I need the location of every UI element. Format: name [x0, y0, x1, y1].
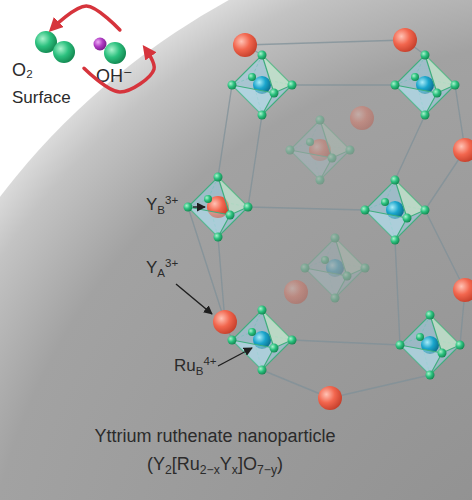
ion-label: YA3+	[146, 258, 178, 278]
superscript: 3+	[165, 257, 178, 269]
subscript: x	[232, 463, 238, 477]
ion-label: RuB4+	[174, 356, 217, 376]
chemical-formula: (Y2[Ru2−xYx]O7−y)	[0, 454, 430, 476]
text-run: [Ru	[172, 454, 200, 474]
text-run: O₂	[12, 60, 33, 80]
subscript: 2	[165, 463, 172, 477]
subscript: B	[196, 365, 204, 377]
text-run: Surface	[12, 88, 71, 107]
oxygen-atom	[104, 42, 126, 64]
text-run: Yttrium ruthenate nanoparticle	[94, 426, 335, 446]
o2-molecule: O₂	[6, 28, 84, 84]
oxygen-atom	[53, 41, 75, 63]
faded-y-atom	[284, 280, 308, 304]
y-atom	[213, 310, 237, 334]
subscript: B	[157, 204, 165, 216]
molecule-label: OH⁻	[96, 66, 133, 88]
hydrogen-atom	[94, 38, 107, 51]
superscript: 3+	[165, 194, 178, 206]
subscript: 2−x	[200, 463, 220, 477]
subscript: A	[157, 267, 165, 279]
text-run: (Y	[147, 454, 165, 474]
text-run: )	[277, 454, 283, 474]
text-run: Ru	[174, 356, 196, 375]
superscript: 4+	[203, 355, 216, 367]
y-atom	[233, 33, 257, 57]
faded-y-atom	[350, 106, 374, 130]
hydroxide-ion: OH⁻	[88, 30, 146, 86]
text-run: Y	[146, 195, 157, 214]
leader-arrow	[193, 206, 205, 207]
reaction-arrow	[53, 6, 120, 30]
text-run: ]O	[238, 454, 257, 474]
y-atom	[318, 386, 342, 410]
text-run: OH⁻	[96, 66, 133, 86]
text-run: Y	[220, 454, 232, 474]
y-atom	[393, 28, 417, 52]
particle-name: Yttrium ruthenate nanoparticle	[0, 426, 430, 448]
text-run: Y	[146, 258, 157, 277]
ion-label: YB3+	[146, 195, 178, 215]
subscript: 7−y	[257, 463, 277, 477]
molecule-label: O₂	[12, 60, 33, 82]
surface-label: Surface	[12, 88, 71, 108]
